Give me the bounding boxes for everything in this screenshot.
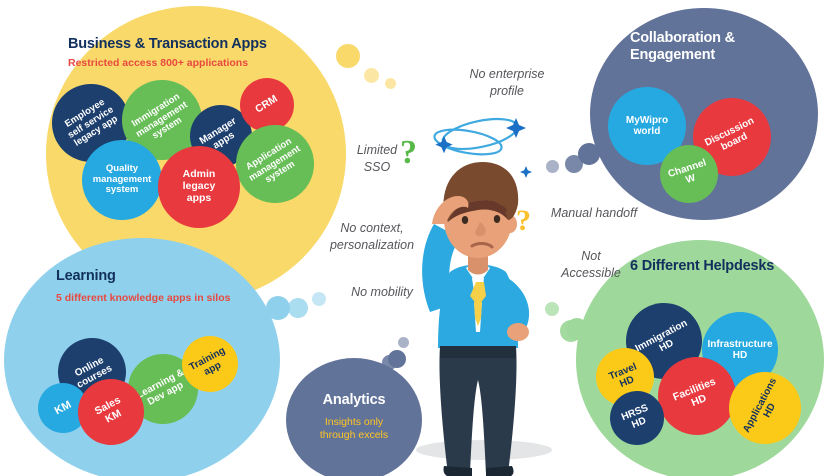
annotation-manual-handoff: Manual handoff: [550, 206, 638, 220]
business-cluster-title: Business & Transaction Apps: [68, 36, 267, 52]
collaboration-cluster-title: Collaboration & Engagement: [630, 30, 735, 64]
annotation-no-mobility: No mobility: [351, 285, 413, 299]
learning-cluster-title: Learning: [56, 268, 116, 284]
learning-dot-2: [312, 292, 326, 306]
confused-person-icon: [398, 96, 558, 476]
business-cluster-subtitle: Restricted access 800+ applications: [68, 57, 249, 69]
analytics-dot-1: [382, 355, 397, 370]
helpdesks-cluster-title: 6 Different Helpdesks: [630, 258, 775, 274]
cluster-business-tab: [336, 44, 360, 68]
annotation-not-accessible: Not Accessible: [561, 249, 621, 280]
yellow-question-mark-icon: ?: [516, 204, 531, 237]
green-question-mark-icon: ?: [400, 134, 417, 171]
analytics-cluster-subtitle: Insights only through excels: [319, 416, 389, 442]
annotation-limited-sso: Limited SSO: [356, 143, 398, 174]
analytics-dot-2: [398, 337, 409, 348]
annotation-no-enterprise-profile: No enterprise profile: [469, 67, 545, 98]
business-app-bubble[interactable]: Quality management system: [82, 140, 162, 220]
learning-cluster-subtitle: 5 different knowledge apps in silos: [56, 292, 231, 304]
annotation-no-context: No context, personalization: [329, 221, 415, 252]
learning-dot-1: [288, 298, 308, 318]
cluster-collaboration-tab: [578, 143, 600, 165]
business-dot-2: [385, 78, 396, 89]
business-app-bubble[interactable]: Admin legacy apps: [158, 146, 240, 228]
helpdesk-dot-1: [560, 320, 582, 342]
cluster-learning-tab: [266, 296, 290, 320]
collab-dot-1: [565, 155, 583, 173]
helpdesk-dot-2: [545, 302, 559, 316]
analytics-cluster-title: Analytics: [322, 392, 386, 408]
cluster-analytics: [286, 358, 422, 476]
business-dot-1: [364, 68, 379, 83]
collab-dot-2: [546, 160, 559, 173]
